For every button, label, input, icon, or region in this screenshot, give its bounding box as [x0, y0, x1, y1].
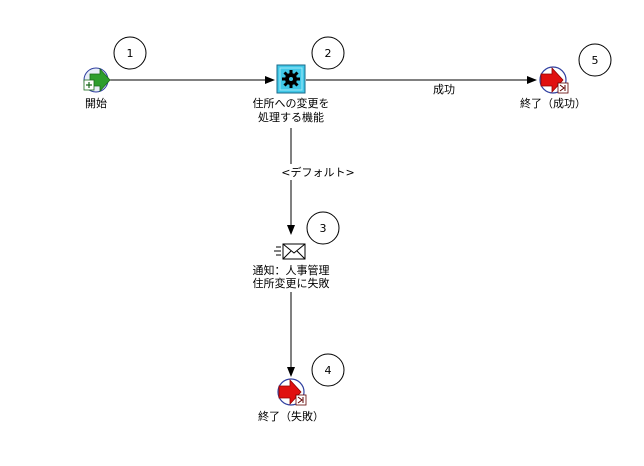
end-fail-node[interactable]: 4 終了（失敗） [258, 353, 345, 423]
start-label: 開始 [85, 96, 107, 110]
end-icon [539, 66, 569, 94]
badge-circle [306, 211, 340, 245]
process-label-line1: 住所への変更を [253, 96, 330, 110]
start-node[interactable]: 1 開始 [83, 36, 147, 110]
badge-circle [311, 36, 345, 70]
process-label-line2: 処理する機能 [258, 110, 324, 124]
badge-circle [311, 353, 345, 387]
badge-number: 1 [127, 47, 134, 60]
badge-number: 2 [325, 47, 332, 60]
edge-label-success: 成功 [433, 83, 455, 96]
envelope-icon [274, 243, 306, 260]
gear-icon [276, 64, 306, 94]
end-success-label: 終了（成功） [520, 96, 586, 110]
badge-number: 3 [320, 222, 327, 235]
start-icon [83, 67, 111, 93]
badge-circle [578, 43, 612, 77]
badge-number: 5 [592, 54, 599, 67]
end-fail-label: 終了（失敗） [258, 409, 324, 423]
badge-number: 4 [325, 364, 332, 377]
process-node[interactable]: 2 住所への変更を 処理する機能 [253, 36, 345, 124]
end-success-node[interactable]: 5 終了（成功） [520, 43, 612, 110]
edge-label-default: <デフォルト> [281, 165, 354, 179]
badge-circle [113, 36, 147, 70]
notify-label-line1: 通知：人事管理 [253, 263, 330, 277]
end-icon [277, 378, 307, 406]
notify-label-line2: 住所変更に失敗 [253, 276, 330, 290]
notify-node[interactable]: 3 通知：人事管理 住所変更に失敗 [253, 211, 340, 290]
